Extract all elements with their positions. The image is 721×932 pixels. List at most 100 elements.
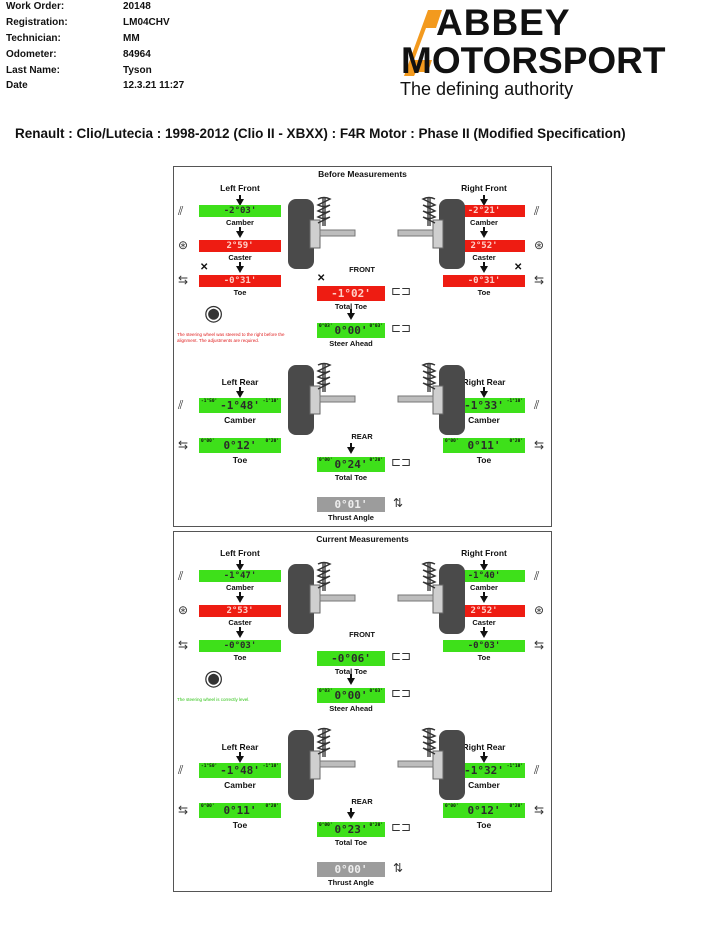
toe-icon: ⇆: [178, 438, 189, 452]
logo-tagline: The defining authority: [400, 79, 574, 99]
logo-a-icon: [404, 10, 442, 76]
arrow-down-icon: [239, 627, 241, 631]
arrow-down-icon: [483, 627, 485, 631]
x-mark-icon: ✕: [200, 262, 209, 273]
lr-camber-label: Camber: [224, 415, 256, 425]
lf-camber-bar: -1°47': [199, 570, 281, 582]
rf-toe-label: Toe: [477, 288, 491, 297]
rf-camber-label: Camber: [470, 218, 498, 227]
front-total-toe-bar-value: -0°06': [331, 652, 371, 665]
steering-message: The steering wheel was steered to the ri…: [177, 332, 285, 343]
steering-wheel-icon: ◉: [204, 665, 224, 690]
lf-toe-bar-value: -0°31': [223, 276, 257, 286]
right-front-heading: Right Front: [461, 183, 507, 193]
front-total-toe-label: Total Toe: [334, 302, 368, 311]
arrow-down-icon: [236, 631, 244, 638]
arrow-down-icon: [483, 752, 485, 756]
lr-camber-bar-max: -1°10': [262, 764, 279, 769]
caster-icon: ⊛: [178, 603, 189, 617]
rear-label: REAR: [351, 797, 373, 806]
left-rear-heading: Left Rear: [221, 742, 259, 752]
lr-toe-bar-value: 0°12': [223, 439, 257, 452]
rear-left-suspension-icon: [288, 727, 356, 800]
arrow-down-icon: [483, 592, 485, 596]
lr-toe-bar-min: 0°00': [201, 439, 215, 444]
rear-right-suspension-icon: [397, 727, 465, 800]
camber-icon: ⫽: [178, 398, 184, 412]
front-right-suspension-icon: [397, 561, 465, 634]
info-label: Date: [6, 80, 28, 91]
panel-title: Before Measurements: [318, 169, 407, 179]
axle-icon: ⊏⊐: [391, 284, 412, 298]
lr-toe-label: Toe: [232, 455, 248, 465]
rr-toe-bar: 0°11'0°00'0°20': [443, 438, 525, 453]
lr-camber-bar-min: -1°50': [201, 764, 218, 769]
arrow-down-icon: [350, 808, 352, 812]
rr-toe-label: Toe: [476, 455, 492, 465]
steer-ahead-label: Steer Ahead: [329, 704, 373, 713]
vehicle-title: Renault : Clio/Lutecia : 1998-2012 (Clio…: [15, 126, 626, 141]
arrow-down-icon: [347, 678, 355, 685]
lf-camber-bar-value: -1°47': [223, 571, 257, 581]
rr-camber-label: Camber: [468, 415, 500, 425]
info-label: Odometer:: [6, 49, 57, 60]
lf-camber-bar: -2°03': [199, 205, 281, 217]
left-front-heading: Left Front: [220, 548, 260, 558]
info-value: LM04CHV: [123, 17, 170, 28]
arrow-down-icon: [480, 631, 488, 638]
left-front-heading: Left Front: [220, 183, 260, 193]
front-label: FRONT: [349, 630, 375, 639]
rf-toe-bar: -0°31': [443, 275, 525, 287]
rear-total-toe-bar: 0°23'0°00'0°20': [317, 822, 385, 837]
thrust-angle-bar-value: 0°01': [334, 498, 368, 511]
camber-icon: ⫽: [534, 204, 540, 218]
lf-toe-bar: -0°31': [199, 275, 281, 287]
arrow-down-icon: [483, 227, 485, 231]
arrow-down-icon: [480, 564, 488, 571]
arrow-down-icon: [236, 564, 244, 571]
right-rear-heading: Right Rear: [462, 377, 506, 387]
lf-camber-label: Camber: [226, 218, 254, 227]
rr-camber-bar-max: -1°10': [506, 399, 523, 404]
lf-caster-bar: 2°59': [199, 240, 281, 252]
info-label: Technician:: [6, 33, 61, 44]
axle-icon: ⊏⊐: [391, 820, 412, 834]
lr-camber-bar: -1°48'-1°50'-1°10': [199, 763, 281, 778]
arrow-down-icon: [483, 560, 485, 564]
arrow-down-icon: [347, 447, 355, 454]
lf-caster-label: Caster: [228, 253, 252, 262]
steer-icon: ⊏⊐: [391, 686, 412, 700]
rr-camber-label: Camber: [468, 780, 500, 790]
thrust-icon: ⇅: [393, 861, 404, 875]
arrow-down-icon: [483, 387, 485, 391]
rear-total-toe-bar-value: 0°24': [334, 458, 368, 471]
steer-ahead-bar-max: 0°03': [369, 324, 383, 329]
lf-toe-label: Toe: [233, 653, 247, 662]
info-value: 20148: [123, 1, 151, 12]
arrow-down-icon: [480, 391, 488, 398]
rf-toe-bar-value: -0°03': [467, 641, 501, 651]
arrow-down-icon: [236, 266, 244, 273]
rf-toe-label: Toe: [477, 653, 491, 662]
rf-caster-label: Caster: [472, 618, 496, 627]
camber-icon: ⫽: [178, 569, 184, 583]
left-rear-heading: Left Rear: [221, 377, 259, 387]
arrow-down-icon: [239, 560, 241, 564]
arrow-down-icon: [480, 266, 488, 273]
rr-toe-bar-value: 0°12': [467, 804, 501, 817]
thrust-angle-label: Thrust Angle: [328, 513, 374, 522]
steer-ahead-bar-value: 0°00': [334, 689, 368, 702]
info-value: 12.3.21 11:27: [123, 80, 185, 91]
x-mark-icon: ✕: [317, 273, 326, 284]
arrow-down-icon: [480, 596, 488, 603]
rear-total-toe-bar-min: 0°00': [319, 458, 333, 463]
info-label: Registration:: [6, 17, 68, 28]
toe-icon: ⇆: [534, 803, 545, 817]
axle-icon: ⊏⊐: [391, 649, 412, 663]
rf-toe-bar: -0°03': [443, 640, 525, 652]
lr-camber-bar-min: -1°50': [201, 399, 218, 404]
front-label: FRONT: [349, 265, 375, 274]
arrow-down-icon: [347, 313, 355, 320]
